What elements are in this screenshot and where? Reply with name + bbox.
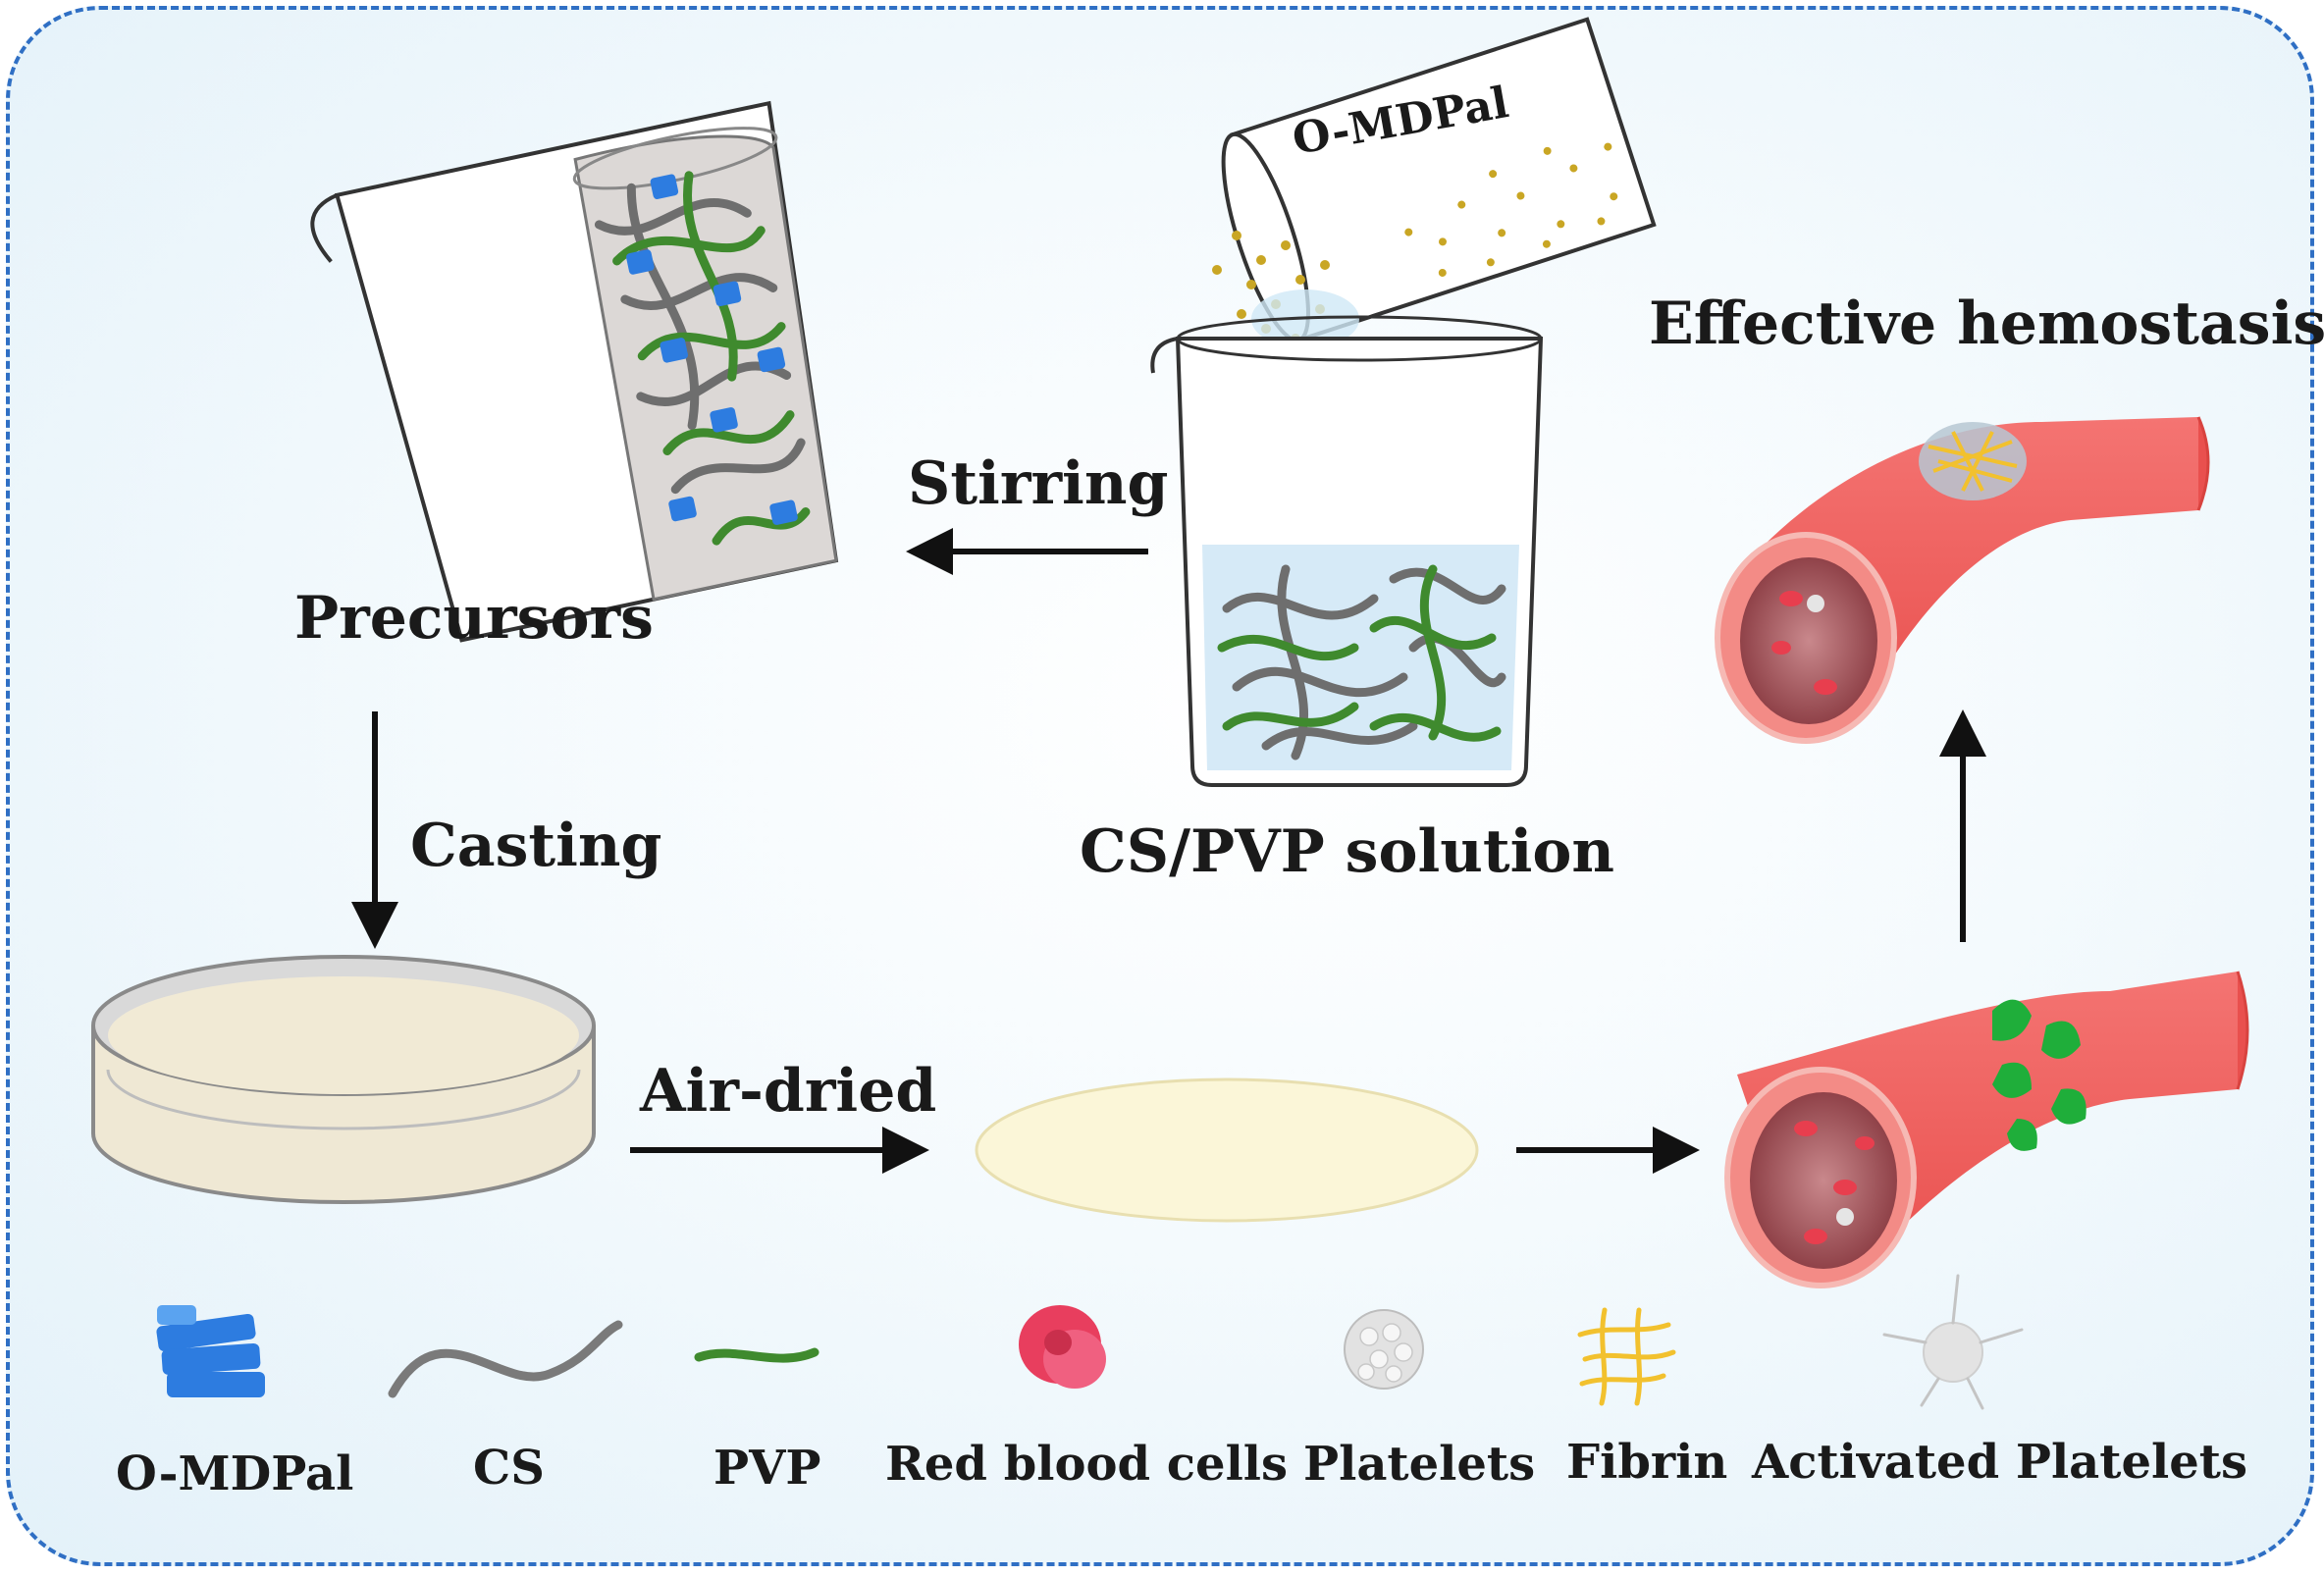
label-precursors: Precursors xyxy=(294,584,654,653)
legend-icon-o-mdpal xyxy=(156,1305,265,1397)
healed-vessel xyxy=(1715,416,2210,744)
precursor-beaker xyxy=(310,100,839,643)
legend-icon-pvp xyxy=(694,1347,819,1363)
legend-label-platelets: Platelets xyxy=(1303,1437,1536,1492)
petri-dish xyxy=(91,955,596,1204)
legend-label-activated-platelets: Activated Platelets xyxy=(1752,1435,2247,1490)
legend-label-cs: CS xyxy=(473,1441,545,1496)
label-stirring: Stirring xyxy=(908,449,1169,518)
label-effective-hemostasis: Effective hemostasis xyxy=(1649,289,2324,358)
label-cs-pvp-solution: CS/PVP solution xyxy=(1080,817,1615,886)
legend-icon-fibrin xyxy=(1577,1307,1676,1406)
bleeding-vessel xyxy=(1724,971,2249,1288)
label-casting: Casting xyxy=(410,812,662,880)
legend-icon-red-blood-cell xyxy=(1019,1305,1106,1389)
legend-icon-activated-platelet xyxy=(1882,1274,2024,1410)
dried-film xyxy=(975,1077,1479,1223)
legend-label-pvp: PVP xyxy=(713,1441,821,1496)
legend-label-fibrin: Fibrin xyxy=(1566,1435,1728,1490)
legend-label-red-blood-cells: Red blood cells xyxy=(885,1437,1289,1492)
label-air-dried: Air-dried xyxy=(640,1057,937,1126)
cs-pvp-beaker xyxy=(1150,315,1544,787)
legend-label-o-mdpal: O-MDPal xyxy=(116,1446,354,1501)
legend-icon-cs xyxy=(388,1320,623,1398)
legend-icon-platelet xyxy=(1344,1309,1424,1390)
